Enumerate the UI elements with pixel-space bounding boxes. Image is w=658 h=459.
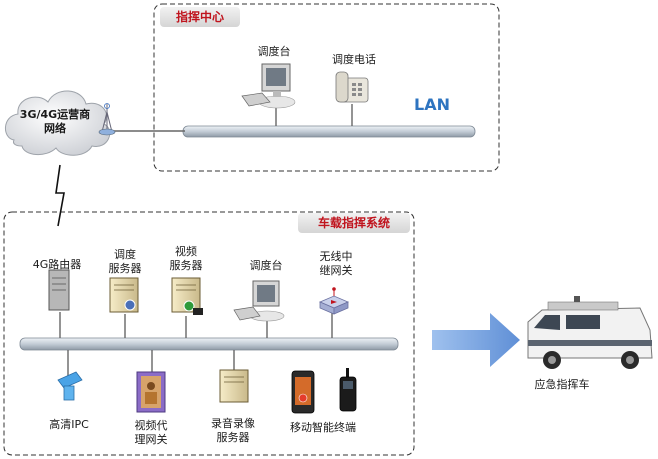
vehicle-icon: [527, 296, 653, 369]
vehicle-links: [59, 312, 333, 378]
gateway-icon: [136, 371, 166, 413]
lan-bus: [182, 125, 476, 138]
recording-server-label: 录音录像 服务器: [211, 417, 255, 444]
vehicle-bus: [19, 337, 399, 351]
dispatch-server-label: 调度 服务器: [108, 248, 142, 275]
video-proxy-label: 视频代 理网关: [134, 419, 168, 446]
hd-ipc-label: 高清IPC: [49, 418, 89, 431]
arrow-icon: [432, 313, 520, 367]
wireless-relay-label: 无线中 继网关: [319, 250, 353, 277]
vehicle-computer-icon: [233, 280, 285, 322]
dispatch-server-icon: [109, 277, 139, 313]
antenna-icon: [98, 103, 116, 136]
wireless-relay-icon: [318, 287, 350, 315]
command-center-title: 指挥中心: [160, 7, 240, 27]
dispatch-phone-label: 调度电话: [332, 53, 376, 66]
lan-label: LAN: [414, 95, 450, 114]
vehicle-system-title: 车载指挥系统: [298, 213, 410, 233]
radio-icon: [339, 368, 357, 412]
computer-icon: [241, 63, 296, 109]
video-server-label: 视频 服务器: [169, 245, 203, 272]
video-server-icon: [171, 277, 203, 315]
recording-server-icon: [219, 369, 249, 403]
network-label: 3G/4G运营商 网络: [19, 108, 91, 135]
router-icon: [48, 269, 70, 311]
camera-icon: [57, 371, 83, 401]
vehicle-system-frame: [3, 211, 415, 456]
phone-icon: [335, 71, 369, 103]
dispatch-desk-label: 调度台: [257, 45, 291, 58]
mobile-terminal-label: 移动智能终端: [290, 421, 356, 434]
smartphone-icon: [291, 370, 315, 414]
command-center-frame: [153, 3, 500, 172]
vehicle-label: 应急指挥车: [534, 378, 590, 391]
wireless-link-icon: [55, 164, 65, 227]
router-label: 4G路由器: [32, 258, 82, 271]
vehicle-dispatch-desk-label: 调度台: [249, 259, 283, 272]
